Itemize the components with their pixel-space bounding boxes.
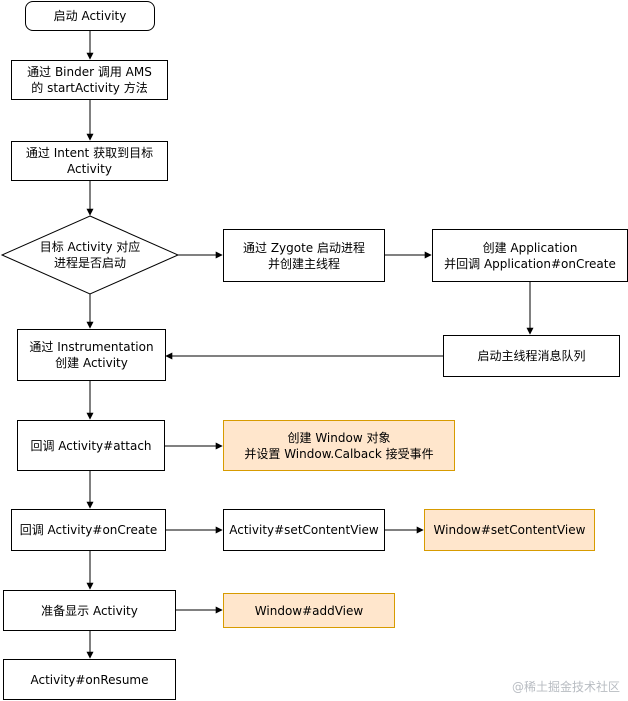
node-main-thread-looper: 启动主线程消息队列 (443, 335, 620, 377)
node-activity-onresume: Activity#onResume (3, 659, 176, 700)
node-prepare-display: 准备显示 Activity (3, 590, 176, 631)
node-activity-attach: 回调 Activity#attach (17, 420, 165, 471)
node-start-activity: 启动 Activity (25, 1, 155, 31)
node-create-application: 创建 Application 并回调 Application#onCreate (432, 229, 628, 282)
node-window-addview: Window#addView (223, 593, 395, 628)
node-create-window: 创建 Window 对象 并设置 Window.Calback 接受事件 (223, 420, 455, 471)
node-activity-oncreate: 回调 Activity#onCreate (11, 509, 166, 551)
node-decision-process-started: 目标 Activity 对应 进程是否启动 (39, 240, 141, 270)
node-zygote-start-process: 通过 Zygote 启动进程 并创建主线程 (223, 229, 385, 282)
node-intent-get-target: 通过 Intent 获取到目标 Activity (11, 141, 168, 181)
node-instrumentation-create: 通过 Instrumentation 创建 Activity (17, 329, 166, 381)
node-window-setcontentview: Window#setContentView (424, 509, 595, 551)
node-binder-call-ams: 通过 Binder 调用 AMS 的 startActivity 方法 (11, 60, 168, 100)
watermark-text: @稀土掘金技术社区 (511, 680, 620, 694)
node-activity-setcontentview: Activity#setContentView (223, 509, 385, 551)
